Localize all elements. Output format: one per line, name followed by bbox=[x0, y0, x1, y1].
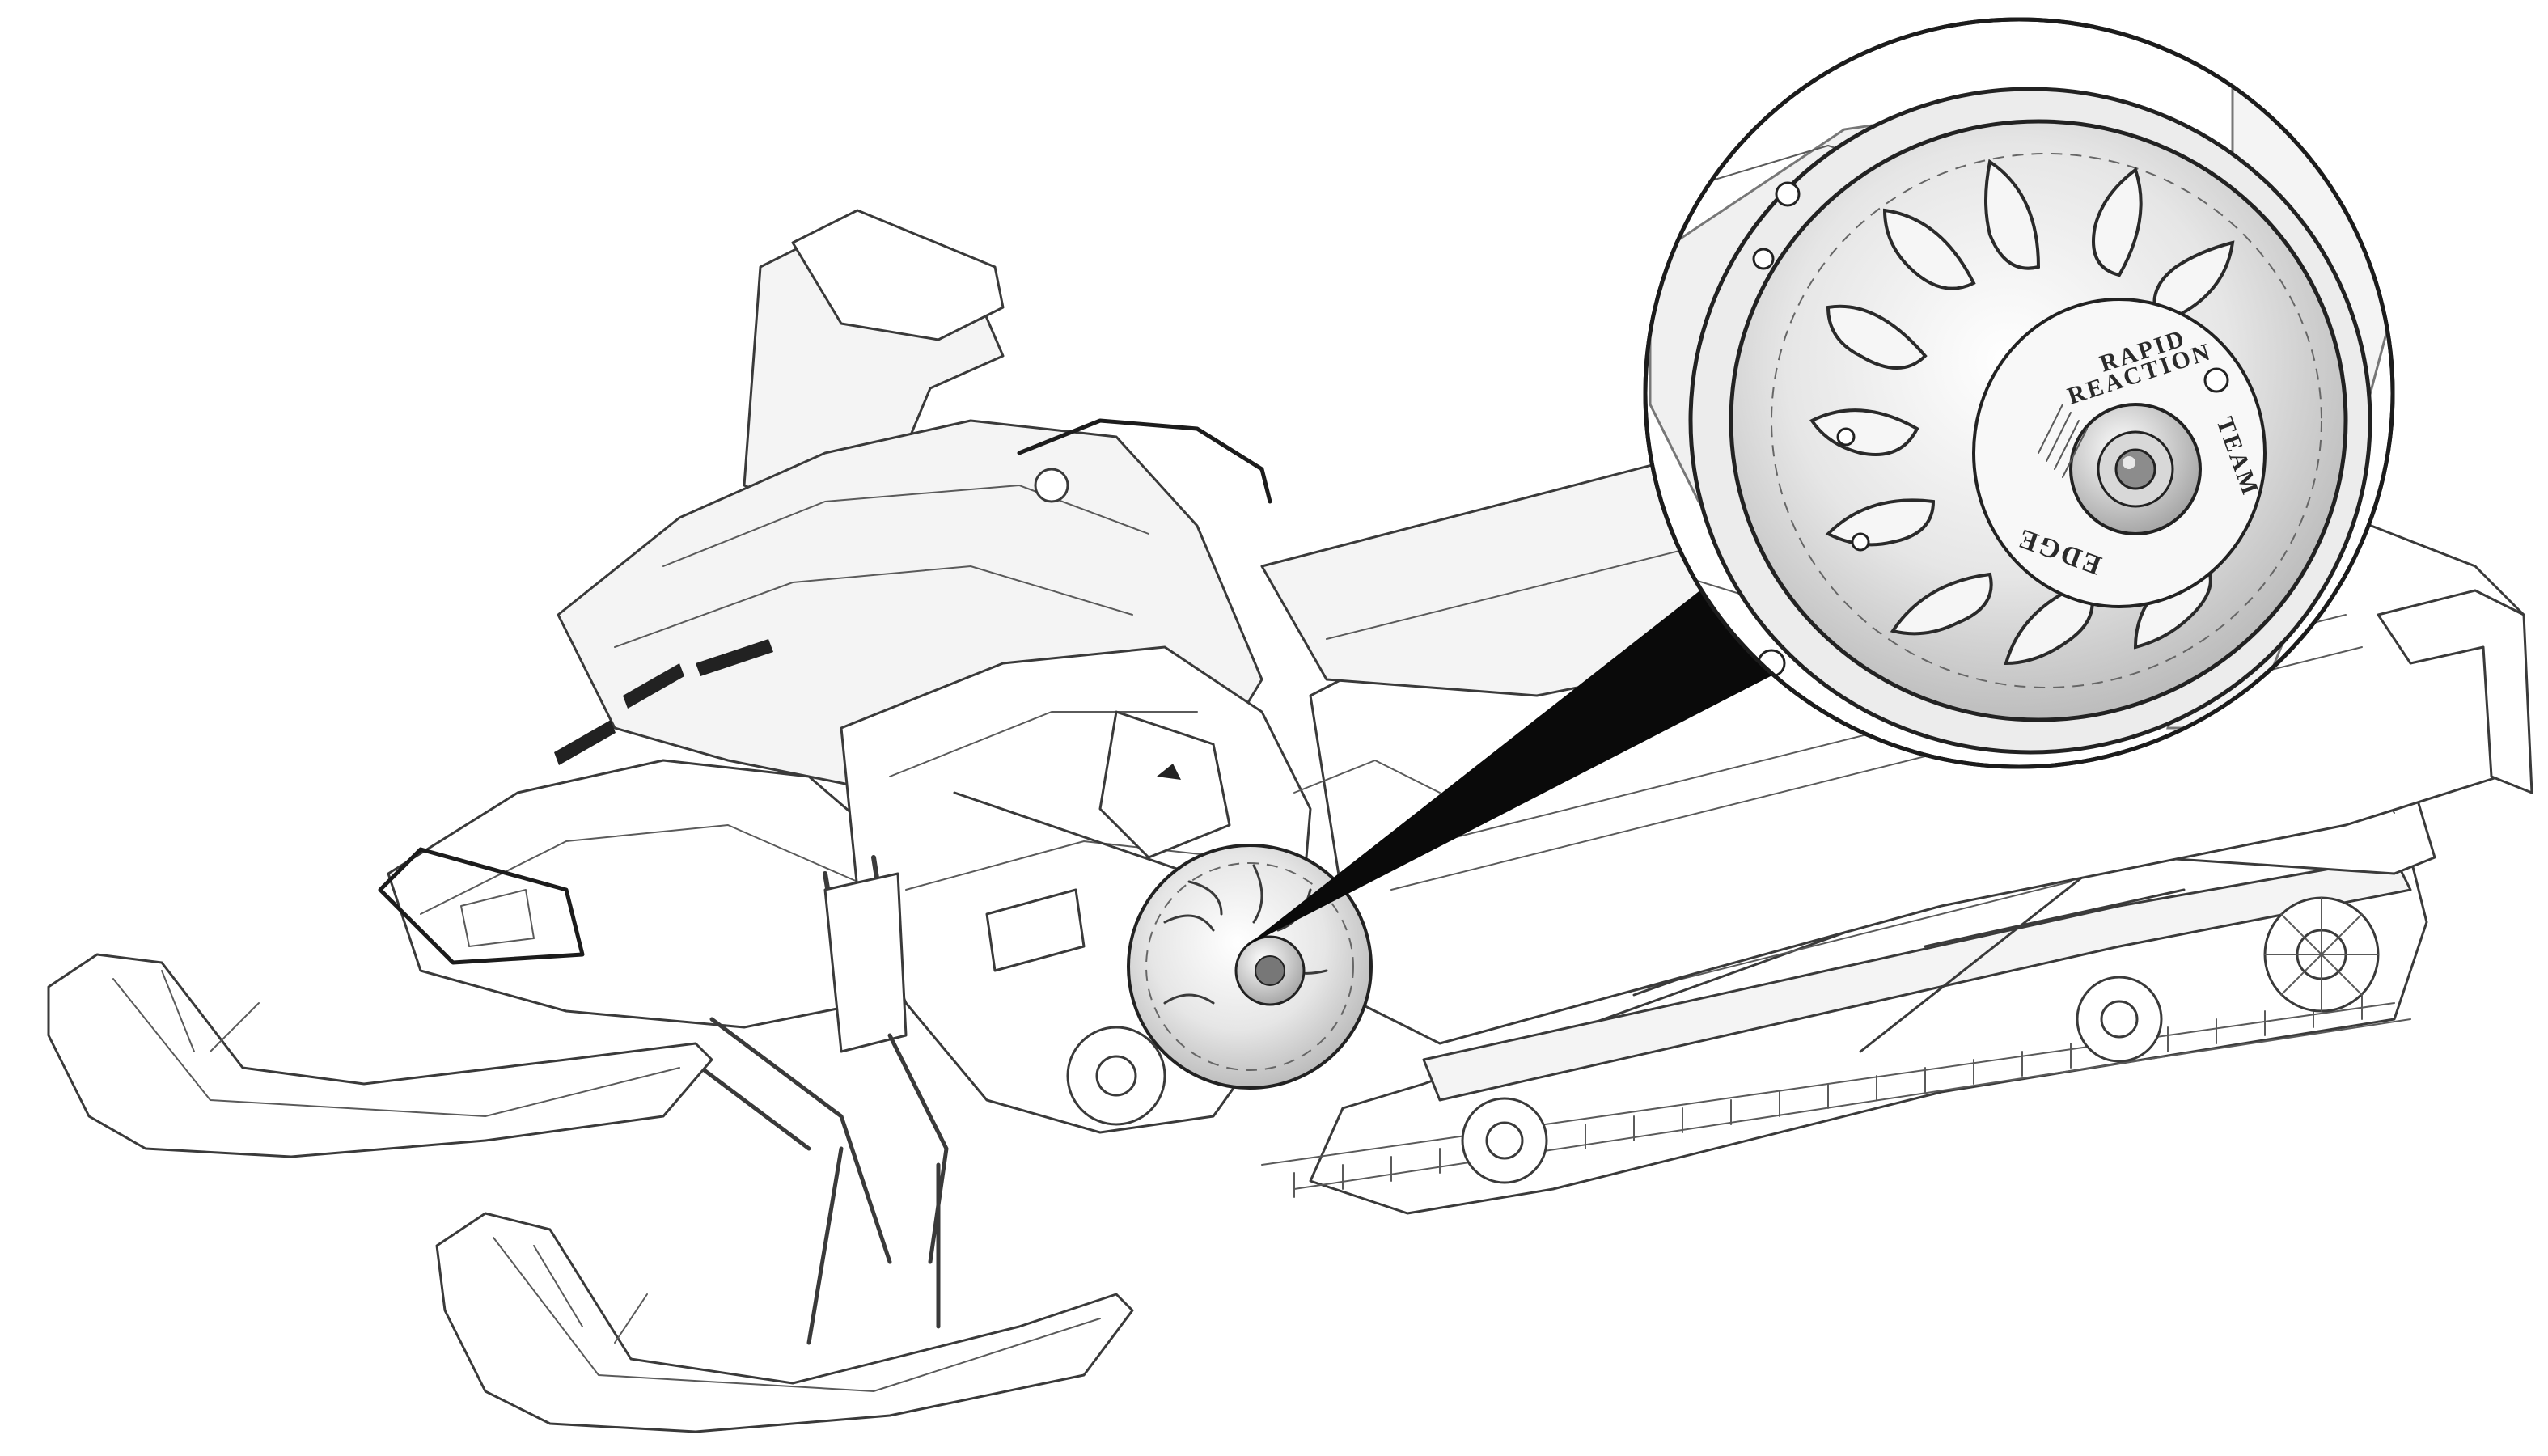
front-suspension-and-skis bbox=[47, 855, 1134, 1433]
bogie-wheels bbox=[1461, 896, 2380, 1184]
zoom-callout: RAPID REACTION TEAM EDGE bbox=[1643, 17, 2395, 769]
callout-leader bbox=[1246, 566, 1796, 946]
clutch-hub bbox=[2069, 403, 2202, 535]
clutch-fine-print bbox=[2038, 404, 2088, 478]
clutch-fan-fins bbox=[1809, 159, 2235, 666]
front-nose bbox=[378, 759, 924, 1029]
rear-track bbox=[1261, 775, 2436, 1215]
